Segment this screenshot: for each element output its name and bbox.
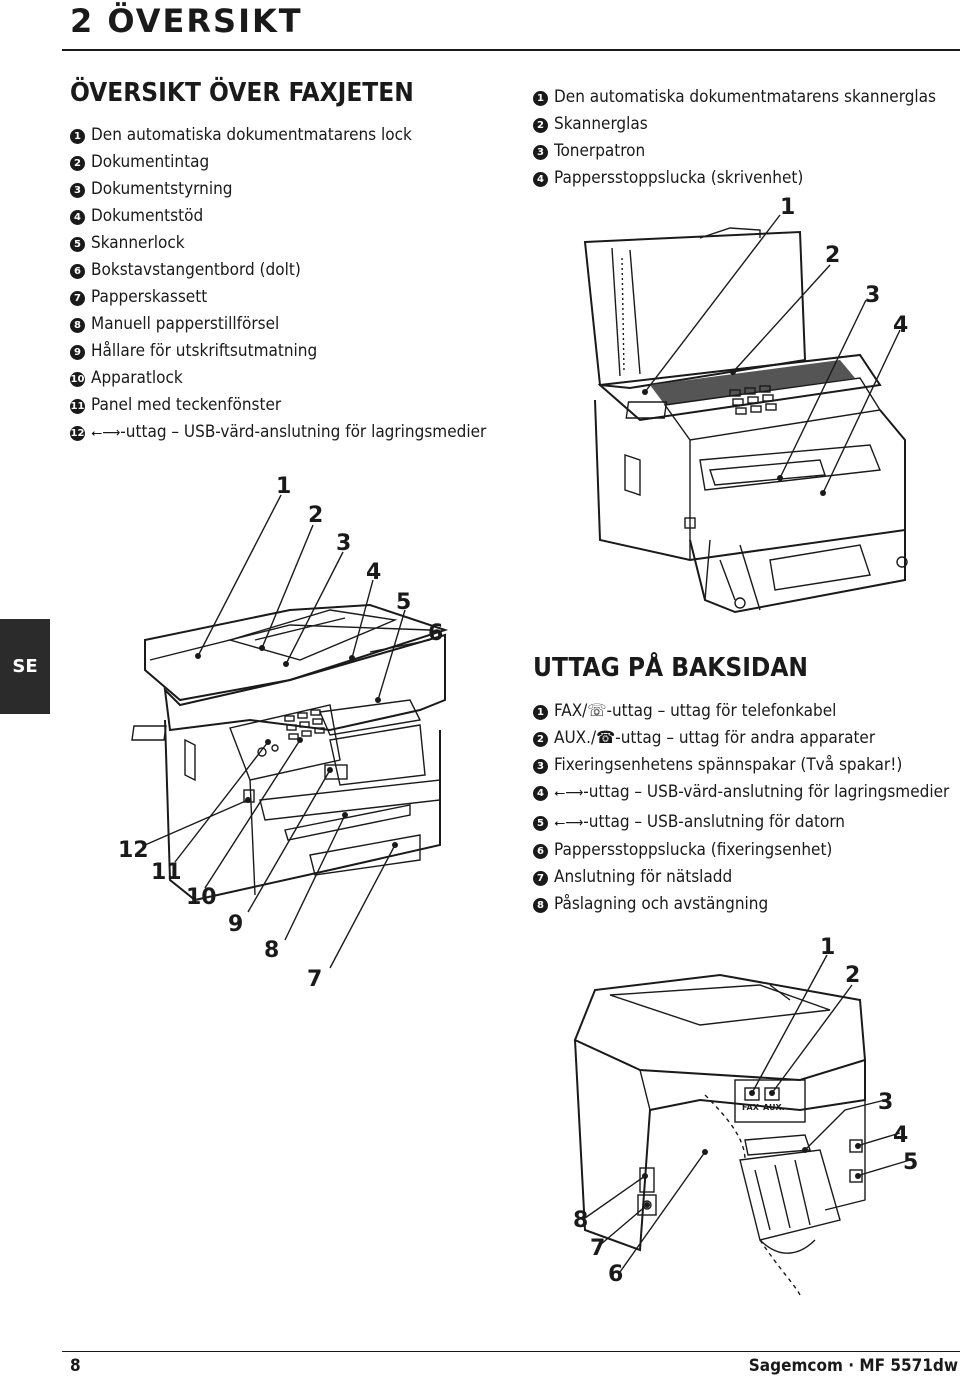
callout-number: 9 <box>228 912 244 937</box>
number-badge: 8 <box>533 898 548 913</box>
number-badge: 2 <box>70 156 85 171</box>
rear-title: UTTAG PÅ BAKSIDAN <box>533 653 809 683</box>
callout-number: 12 <box>118 838 149 863</box>
callout-number: 11 <box>151 860 182 885</box>
callout-number: 4 <box>893 1123 909 1148</box>
page-number: 8 <box>70 1356 81 1376</box>
number-badge: 6 <box>533 844 548 859</box>
number-badge: 7 <box>533 871 548 886</box>
callout-number: 2 <box>825 243 841 268</box>
callout-number: 7 <box>590 1236 606 1261</box>
rear-item: 4⭠⟶-uttag – USB-värd-anslutning för lagr… <box>533 783 958 803</box>
callout-number: 4 <box>366 560 382 585</box>
number-badge: 1 <box>533 91 548 106</box>
number-badge: 10 <box>70 372 85 387</box>
callout-number: 5 <box>396 590 412 615</box>
number-badge: 11 <box>70 399 85 414</box>
language-tab: SE <box>0 619 50 714</box>
callout-number: 4 <box>893 313 909 338</box>
number-badge: 3 <box>70 183 85 198</box>
number-badge: 2 <box>533 732 548 747</box>
number-badge: 4 <box>70 210 85 225</box>
callout-number: 3 <box>865 283 881 308</box>
aux-port-label: AUX. <box>763 1103 785 1112</box>
callout-number: 2 <box>845 963 861 988</box>
number-badge: 4 <box>533 172 548 187</box>
callout-number: 3 <box>336 531 352 556</box>
product-name: Sagemcom · MF 5571dw <box>748 1356 958 1376</box>
fax-port-label: FAX <box>742 1103 759 1112</box>
footer-rule <box>62 1351 960 1352</box>
number-badge: 1 <box>70 129 85 144</box>
callout-number: 8 <box>264 938 280 963</box>
chapter-rule <box>62 49 960 51</box>
number-badge: 8 <box>70 318 85 333</box>
chapter-title: 2 ÖVERSIKT <box>70 2 303 40</box>
callout-number: 5 <box>903 1150 919 1175</box>
rear-item: 5⭠⟶-uttag – USB-anslutning för datorn <box>533 809 958 837</box>
number-badge: 5 <box>533 816 548 831</box>
callout-number: 10 <box>186 885 217 910</box>
callout-number: 6 <box>608 1262 624 1287</box>
number-badge: 3 <box>533 145 548 160</box>
usb-icon: ⭠⟶ <box>554 785 584 801</box>
usb-icon: ⭠⟶ <box>554 815 584 831</box>
overview-item: 12⭠⟶-uttag – USB-värd-anslutning för lag… <box>70 422 487 442</box>
number-badge: 2 <box>533 118 548 133</box>
usb-icon: ⭠⟶ <box>91 425 121 441</box>
number-badge: 6 <box>70 264 85 279</box>
number-badge: 12 <box>70 426 85 441</box>
number-badge: 4 <box>533 786 548 801</box>
callout-number: 1 <box>276 474 292 499</box>
number-badge: 1 <box>533 705 548 720</box>
callout-number: 7 <box>307 967 323 992</box>
callout-number: 1 <box>780 195 796 220</box>
number-badge: 7 <box>70 291 85 306</box>
callout-number: 1 <box>820 935 836 960</box>
callout-number: 3 <box>878 1090 894 1115</box>
callout-number: 2 <box>308 503 324 528</box>
number-badge: 5 <box>70 237 85 252</box>
overview-title: ÖVERSIKT ÖVER FAXJETEN <box>70 78 414 108</box>
callout-number: 6 <box>428 621 444 646</box>
number-badge: 9 <box>70 345 85 360</box>
number-badge: 3 <box>533 759 548 774</box>
callout-number: 8 <box>573 1208 589 1233</box>
